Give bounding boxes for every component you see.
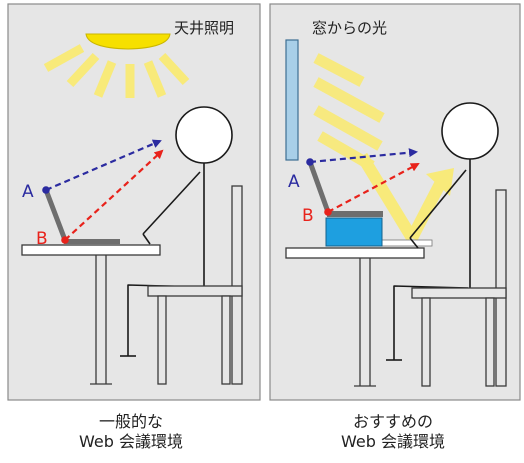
caption-typical: 一般的な Web 会議環境 <box>0 412 262 452</box>
laptop-stand <box>325 217 383 247</box>
caption-line-2: Web 会議環境 <box>341 432 445 451</box>
caption-line-1: 一般的な <box>98 412 163 431</box>
panel-recommended: 窓からの光 <box>269 3 521 401</box>
sightline-a <box>309 148 418 164</box>
point-b-marker <box>324 208 332 216</box>
caption-line-2: Web 会議環境 <box>79 432 183 451</box>
caption-recommended: おすすめの Web 会議環境 <box>262 412 524 452</box>
light-label: 窓からの光 <box>312 19 387 37</box>
chair <box>147 185 243 385</box>
desk <box>21 244 161 385</box>
person <box>386 102 499 361</box>
desk <box>285 247 425 387</box>
point-b-label: B <box>302 206 314 226</box>
light-rays <box>43 44 190 98</box>
light-label: 天井照明 <box>174 19 234 37</box>
panel-typical: 天井照明 A B <box>7 3 261 401</box>
laptop <box>43 187 120 244</box>
window-icon <box>285 39 299 161</box>
point-a-label: A <box>288 172 300 192</box>
chair <box>411 189 507 387</box>
sightline-b <box>327 163 420 213</box>
point-a-marker <box>306 158 314 166</box>
sightline-b <box>64 149 164 241</box>
caption-line-1: おすすめの <box>352 412 433 431</box>
ceiling-lamp-icon <box>85 33 171 50</box>
point-a-label: A <box>22 182 34 202</box>
point-b-label: B <box>36 229 48 249</box>
sightline-a <box>45 139 162 192</box>
point-b-marker <box>61 236 69 244</box>
point-a-marker <box>42 186 50 194</box>
laptop <box>307 159 383 217</box>
